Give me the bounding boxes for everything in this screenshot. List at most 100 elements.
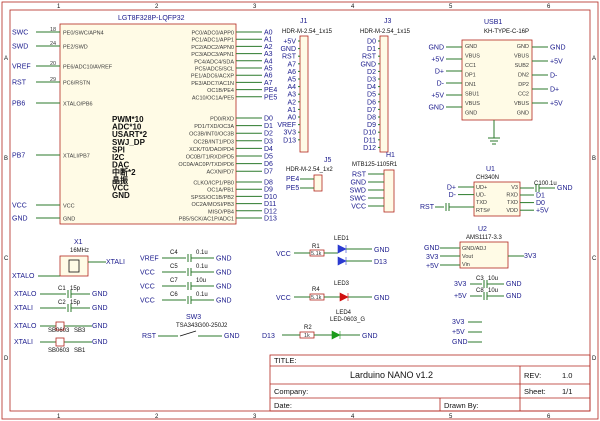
mcu-right-net: PE4	[264, 87, 277, 94]
mcu-right-pin-name: CLKO/ICP1/PB0	[193, 181, 234, 187]
peripheral-legend: PWM*10ADC*10USART*2SWJ_DPSPII2CDAC中断*2晶振…	[112, 115, 148, 200]
flag-gnd: GND	[452, 339, 468, 346]
frame-col-3: 3	[253, 4, 257, 10]
sheet-label: Sheet:	[524, 387, 546, 396]
mcu-right-pin-name: ACXN/PD7	[206, 170, 234, 176]
legend-item: USART*2	[112, 130, 148, 139]
usb-right-pin: GND	[517, 111, 529, 117]
mcu-left-pin-name: PE2/SWD	[63, 45, 88, 51]
legend-item: 中断*2	[112, 167, 136, 177]
usb-right-pin: VBUS	[514, 54, 529, 60]
mcu-right-net: PE5	[264, 94, 277, 101]
mcu-right-pin-name: OC1B/PE4	[207, 88, 234, 94]
usb-left-net: GND	[428, 105, 444, 112]
mcu-left-pin-num: 20	[50, 61, 56, 67]
mcu-left-net: PB6	[12, 101, 25, 108]
ch340n: U1 CH340N UD+UD-TXDRTS#V3RXDTXDVDDD+D-D1…	[420, 166, 573, 217]
mcu-right-pin-name: AC10/OC1A/PE5	[192, 95, 234, 101]
h1-net: RST	[352, 172, 367, 179]
j1-net: A1	[287, 107, 296, 114]
mcu-right-net: D1	[264, 123, 273, 130]
u1-left-pin: TXD	[476, 200, 487, 206]
j1-net: A2	[287, 99, 296, 106]
h1-part: MTB125-1105R1	[352, 162, 398, 168]
usb-left-pin: GND	[465, 111, 477, 117]
j3-net: D10	[363, 130, 376, 137]
usb-right-net: +5V	[550, 101, 563, 108]
usb-right-pin: SUB2	[515, 63, 529, 69]
sheet-value: 1/1	[562, 387, 572, 396]
led-indicators: VCC R1 5.1k LED1 GND D13 VCC R4 5.1k LED…	[262, 236, 390, 340]
led4-ref: LED4	[336, 310, 352, 316]
header-j3: J3 HDR-M-2.54_1x15 D0D1RSTGNDD2D3D4D5D6D…	[360, 18, 411, 153]
mcu-right-net: A5	[264, 66, 273, 73]
j1-net: A3	[287, 92, 296, 99]
x1-net-xtali: XTALI	[106, 259, 125, 266]
j3-net: D1	[367, 46, 376, 53]
frame-col-5-bottom: 5	[449, 414, 453, 420]
usb-right-pin: DP2	[518, 82, 529, 88]
led4-part: LED-0603_G	[330, 317, 365, 323]
mcu-ref: LGT8F328P-LQFP32	[118, 15, 185, 22]
j1-net: A7	[287, 61, 296, 68]
u1-left-net: D+	[447, 185, 456, 192]
solder-bridges: XTALO SB0603 SB3 GND XTALI SB0603 SB1 GN…	[14, 321, 108, 354]
frame-row-c: C	[4, 256, 9, 262]
u2-body	[459, 241, 509, 269]
mcu-left-net: VREF	[12, 64, 31, 71]
mcu-left-pin-num: 29	[50, 77, 56, 83]
legend-item: GND	[112, 191, 130, 200]
j1-net: A0	[287, 115, 296, 122]
mcu-right-net: D3	[264, 138, 273, 145]
legend-item: 晶振	[112, 175, 128, 185]
usb-right-pin: VBUS	[514, 101, 529, 107]
date-label: Date:	[274, 401, 292, 410]
u2-cap-5v: +5V	[454, 293, 467, 300]
u1-rts-cap	[435, 203, 474, 211]
frame-col-4: 4	[351, 4, 355, 10]
j1-net: +5V	[283, 39, 296, 46]
mcu-right-net: A6	[264, 73, 273, 80]
mcu-left-net: SWC	[12, 30, 28, 37]
usb-left-pin: GND	[465, 44, 477, 50]
x1-net-xtalo: XTALO	[12, 273, 35, 280]
j3-net: D12	[363, 145, 376, 152]
u2-c3-gnd: GND	[506, 281, 522, 288]
mcu-right-net: D11	[264, 201, 276, 208]
cap-ref: C7	[170, 278, 178, 284]
usb-left-pin: DN1	[465, 82, 476, 88]
j1-net: VREF	[277, 122, 296, 129]
mcu-body	[59, 23, 237, 225]
u2-ref: U2	[478, 226, 487, 233]
u1-left-net: D-	[449, 192, 457, 199]
sb1-net: XTALI	[14, 339, 33, 346]
r4-val: 5.1k	[311, 295, 322, 301]
c2-net: XTALI	[14, 305, 33, 312]
cap-ref: C4	[170, 250, 178, 256]
led4-diode	[331, 330, 341, 340]
usb-right-pin: DN2	[518, 73, 529, 79]
sw3-part: TSA343G00-250J2	[176, 323, 228, 329]
mcu-right-net: D6	[264, 161, 273, 168]
j3-ref: J3	[384, 18, 392, 25]
rev-label: REV:	[524, 371, 541, 380]
j3-net: D9	[367, 122, 376, 129]
mcu-left-pin-name: XTALI/PB7	[63, 154, 90, 160]
led3-diode	[339, 292, 349, 302]
mcu-right-pin-name: OC0B/T1/RXD/PD5	[186, 155, 234, 161]
mcu-right-net: D7	[264, 169, 273, 176]
ams1117: U2 AMS1117-3.3 GND/ADJ Vout Vin GND 3V3 …	[424, 226, 537, 346]
cap-ref: C6	[170, 292, 178, 298]
cap-val: 10u	[196, 278, 206, 284]
legend-item: I2C	[112, 153, 125, 162]
j5-body	[313, 174, 323, 192]
u2-c3	[470, 280, 504, 288]
frame-col-4-bottom: 4	[351, 414, 355, 420]
u2-wires	[440, 247, 524, 266]
header-j5: J5 HDR-M-2.54_1x2 PE4 PE5	[286, 157, 333, 192]
u2-cap-3v3: 3V3	[454, 281, 467, 288]
